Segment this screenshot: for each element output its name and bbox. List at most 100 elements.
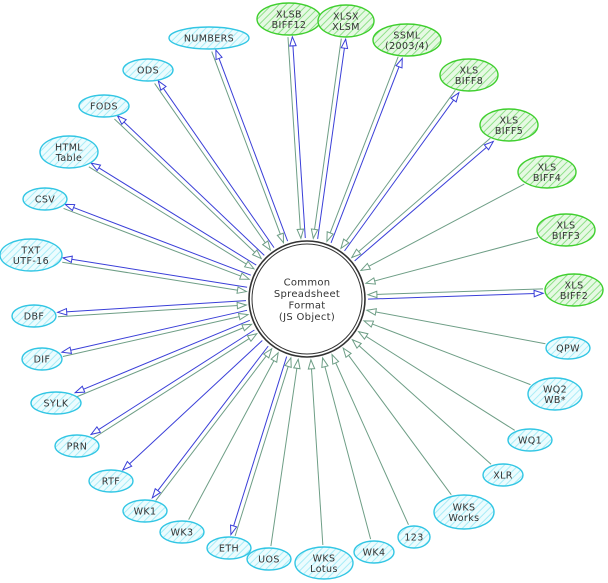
edge-line-biff8-0	[340, 89, 456, 249]
format-label: XLS	[537, 162, 556, 173]
format-label: XLSM	[332, 22, 360, 33]
format-ellipse	[439, 58, 499, 92]
arrowhead-to-center	[292, 357, 301, 370]
edge-prn	[89, 329, 259, 439]
edge-numbers	[211, 48, 289, 245]
format-label: DIF	[34, 355, 51, 366]
center-label: Common	[284, 277, 331, 288]
edge-line-csv-1	[64, 203, 251, 276]
format-node-n123: 123	[397, 525, 431, 549]
edge-ssml	[326, 56, 403, 244]
edge-fods	[114, 114, 265, 260]
edge-line-biff2-1	[368, 292, 544, 300]
edge-wq2	[362, 320, 531, 386]
edge-line-eth-0	[234, 357, 292, 537]
edge-line-xlsb-0	[287, 37, 302, 239]
edge-csv	[63, 203, 251, 280]
arrowhead-to-center	[321, 356, 329, 369]
format-label: Table	[55, 153, 83, 164]
arrowhead-to-center	[276, 232, 285, 245]
edge-biff5	[350, 137, 495, 262]
format-node-wk1: WK1	[122, 499, 168, 523]
edge-line-wk4-0	[322, 357, 372, 540]
arrowhead-to-center	[236, 301, 248, 310]
format-ellipse	[353, 540, 395, 564]
format-node-wq1: WQ1	[507, 428, 553, 452]
format-ellipse	[0, 238, 63, 272]
arrowhead-to-center	[310, 228, 319, 240]
edge-biff2	[366, 288, 545, 300]
format-label: BIFF4	[533, 173, 561, 184]
edge-biff3	[364, 236, 539, 285]
edge-line-sylk-0	[76, 323, 252, 398]
format-label: DBF	[24, 312, 45, 323]
format-label: BIFF12	[272, 20, 307, 31]
format-node-sylk: SYLK	[30, 391, 82, 415]
arrowhead-to-center	[340, 238, 350, 250]
edge-line-wkslotus-0	[310, 359, 324, 546]
format-label: XLSB	[276, 9, 302, 20]
format-label: WQ1	[518, 436, 542, 447]
arrowhead-to-format	[121, 460, 133, 471]
arrowhead-to-center	[359, 262, 372, 272]
edge-line-wk1-0	[155, 348, 273, 501]
format-label: Lotus	[310, 564, 338, 575]
format-ellipse	[122, 58, 174, 82]
edge-line-dif-1	[61, 309, 248, 353]
format-ellipse	[11, 304, 57, 328]
format-label: 123	[404, 533, 423, 544]
arrowhead-to-center	[237, 312, 250, 321]
format-label: BIFF8	[455, 76, 483, 87]
edge-line-csv-0	[63, 207, 250, 280]
format-ellipse	[294, 546, 354, 580]
format-node-qpw: QPW	[545, 336, 591, 360]
format-node-eth: ETH	[206, 536, 252, 560]
arrowhead-to-format	[63, 203, 76, 212]
format-ellipse	[544, 273, 604, 307]
format-label: XLS	[564, 280, 583, 291]
edge-line-wq1-0	[358, 331, 515, 431]
edge-line-html-0	[88, 166, 255, 270]
arrowhead-to-format	[289, 35, 297, 47]
edge-line-ssml-0	[326, 56, 399, 242]
edge-line-fods-0	[114, 118, 262, 259]
format-label: BIFF2	[560, 291, 588, 302]
format-node-dbf: DBF	[11, 304, 57, 328]
format-ellipse	[22, 187, 68, 211]
edge-n123	[331, 353, 409, 525]
edge-xlr	[351, 338, 492, 465]
arrowhead-to-center	[331, 353, 340, 365]
format-ellipse	[517, 155, 577, 189]
arrowhead-to-center	[357, 330, 369, 340]
edge-line-fods-1	[117, 115, 265, 256]
format-ellipse	[88, 469, 134, 493]
edge-line-xlr-0	[352, 339, 492, 465]
center-inner-ring	[251, 243, 363, 355]
edge-line-dif-0	[62, 314, 249, 358]
edge-line-prn-0	[93, 333, 258, 439]
arrowhead-to-format	[56, 307, 68, 316]
arrowhead-to-format	[395, 57, 403, 69]
format-label: XLS	[556, 220, 575, 231]
format-label: HTML	[55, 142, 83, 153]
format-ellipse	[482, 463, 524, 487]
edge-line-prn-1	[90, 329, 255, 435]
arrowhead-to-center	[351, 338, 363, 350]
edge-wk1	[151, 345, 273, 501]
edge-line-ods-0	[154, 83, 271, 251]
format-ellipse	[206, 536, 252, 560]
format-ellipse	[246, 547, 292, 571]
arrowhead-to-center	[262, 347, 273, 359]
format-label: UOS	[258, 555, 280, 566]
format-node-prn: PRN	[54, 434, 100, 458]
arrowhead-to-center	[350, 248, 362, 259]
arrowhead-to-center	[238, 272, 251, 280]
arrowhead-to-format	[60, 346, 73, 354]
arrowhead-to-format	[157, 79, 167, 91]
format-ellipse	[536, 213, 596, 247]
